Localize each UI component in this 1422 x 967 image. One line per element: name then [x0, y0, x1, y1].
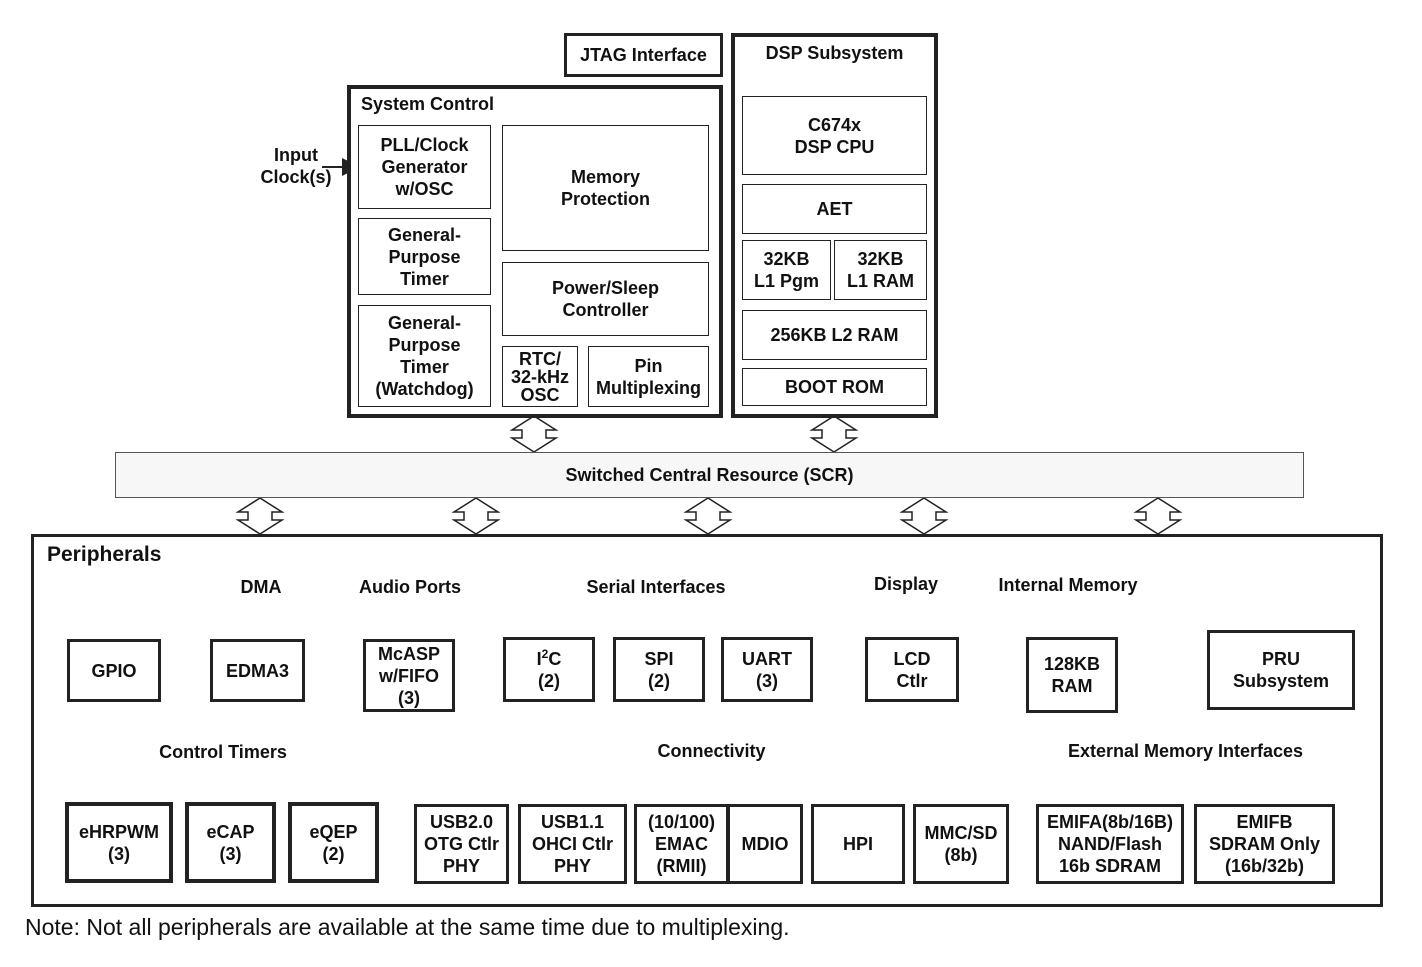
internal-memory-label: Internal Memory — [998, 575, 1138, 595]
i2c-count: (2) — [538, 670, 560, 691]
lcd-controller-block: LCD Ctlr — [865, 637, 959, 702]
usb20-otg-block: USB2.0 OTG Ctlr PHY — [414, 804, 509, 884]
bidirectional-arrow — [809, 415, 859, 453]
l1-ram-block: 32KB L1 RAM — [834, 240, 927, 300]
i2c-block: I2C (2) — [503, 637, 595, 702]
ehrpwm-block: eHRPWM (3) — [65, 802, 173, 883]
pll-clock-generator-block: PLL/Clock Generator w/OSC — [358, 125, 491, 209]
eqep-block: eQEP (2) — [288, 802, 379, 883]
mmc-sd-block: MMC/SD (8b) — [913, 804, 1009, 884]
mdio-block: MDIO — [727, 804, 803, 884]
peripherals-title: Peripherals — [47, 543, 162, 566]
i2c-name: I2C — [536, 646, 562, 669]
mcasp-block: McASP w/FIFO (3) — [363, 639, 455, 712]
power-sleep-controller-block: Power/Sleep Controller — [502, 262, 709, 336]
watchdog-timer-block: General- Purpose Timer (Watchdog) — [358, 305, 491, 407]
emifb-block: EMIFB SDRAM Only (16b/32b) — [1194, 804, 1335, 884]
display-label: Display — [873, 574, 939, 594]
uart-block: UART (3) — [721, 637, 813, 702]
bidirectional-arrow — [235, 497, 285, 535]
gp-timer-block: General- Purpose Timer — [358, 218, 491, 295]
pru-subsystem-block: PRU Subsystem — [1207, 630, 1355, 710]
l1-pgm-block: 32KB L1 Pgm — [742, 240, 831, 300]
gpio-block: GPIO — [67, 639, 161, 702]
dsp-subsystem-title: DSP Subsystem — [765, 43, 904, 63]
input-clock-label: Input Clock(s) — [260, 145, 332, 187]
internal-ram-block: 128KB RAM — [1026, 637, 1118, 713]
system-control-title: System Control — [361, 94, 495, 114]
external-memory-interfaces-label: External Memory Interfaces — [1067, 741, 1304, 761]
spi-block: SPI (2) — [613, 637, 705, 702]
bidirectional-arrow — [899, 497, 949, 535]
aet-block: AET — [742, 184, 927, 234]
serial-interfaces-label: Serial Interfaces — [586, 577, 726, 597]
dsp-cpu-block: C674x DSP CPU — [742, 96, 927, 175]
dma-label: DMA — [240, 577, 282, 597]
audio-ports-label: Audio Ports — [359, 577, 461, 597]
rtc-osc-block: RTC/ 32-kHz OSC — [502, 346, 578, 407]
hpi-block: HPI — [811, 804, 905, 884]
ecap-block: eCAP (3) — [185, 802, 276, 883]
bidirectional-arrow — [683, 497, 733, 535]
bidirectional-arrow — [509, 415, 559, 453]
bidirectional-arrow — [1133, 497, 1183, 535]
memory-protection-block: Memory Protection — [502, 125, 709, 251]
footnote: Note: Not all peripherals are available … — [25, 914, 790, 940]
control-timers-label: Control Timers — [159, 742, 287, 762]
usb11-ohci-block: USB1.1 OHCI Ctlr PHY — [518, 804, 627, 884]
l2-ram-block: 256KB L2 RAM — [742, 310, 927, 360]
jtag-interface-block: JTAG Interface — [564, 33, 723, 77]
scr-bus: Switched Central Resource (SCR) — [115, 452, 1304, 498]
connectivity-label: Connectivity — [657, 741, 766, 761]
emac-block: (10/100) EMAC (RMII) — [634, 804, 729, 884]
boot-rom-block: BOOT ROM — [742, 368, 927, 406]
pin-multiplexing-block: Pin Multiplexing — [588, 346, 709, 407]
bidirectional-arrow — [451, 497, 501, 535]
edma3-block: EDMA3 — [210, 639, 305, 702]
emifa-block: EMIFA(8b/16B) NAND/Flash 16b SDRAM — [1036, 804, 1184, 884]
